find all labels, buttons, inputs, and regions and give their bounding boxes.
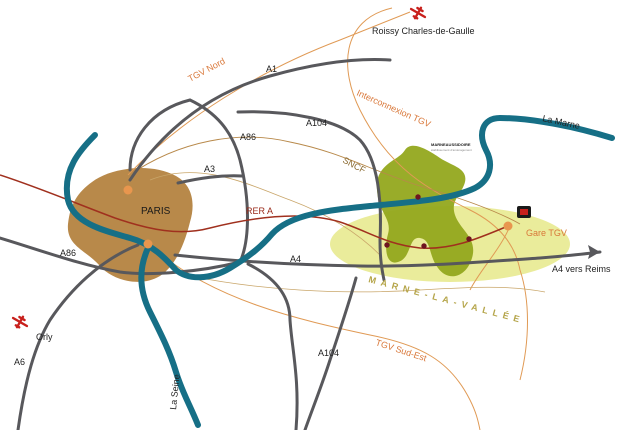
- a104-south: [303, 276, 358, 430]
- a4-arrow-head: [588, 245, 600, 259]
- sncf-line: [127, 136, 521, 225]
- seine-river: [63, 114, 615, 281]
- marne-la-vallee-logo: MARNEAUSSIDOIRE établissement d'aménagem…: [431, 142, 472, 152]
- logo-text: MARNEAUSSIDOIRE: [431, 142, 471, 147]
- marne-river-label: La Marne: [542, 113, 581, 131]
- roissy-airplane-icon: [409, 6, 427, 20]
- roissy-label: Roissy Charles-de-Gaulle: [372, 26, 475, 36]
- a4-label: A4: [290, 254, 301, 264]
- a104-north-label: A104: [306, 118, 327, 128]
- a104-south-label: A104: [318, 348, 339, 358]
- a3-label: A3: [204, 164, 215, 174]
- road-east-link: [246, 262, 299, 430]
- rer-label: RER A: [246, 206, 273, 216]
- sncf-label: SNCF: [341, 155, 368, 176]
- orly-label: Orly: [36, 332, 53, 342]
- rer-station-2: [421, 243, 427, 249]
- seine-river-label: La Seine: [168, 374, 182, 410]
- paris-label: PARIS: [141, 206, 171, 217]
- south-railway: [189, 275, 546, 293]
- logo-subtext: établissement d'aménagement: [431, 148, 472, 152]
- seine-river-south: [138, 245, 201, 428]
- a4-motorway: [173, 250, 602, 268]
- sncf-line-2: [149, 172, 381, 256]
- a104-north: [236, 110, 386, 282]
- tgv-sud-est-line: [149, 244, 481, 430]
- a6-motorway: [16, 243, 140, 430]
- rer-station-1: [384, 242, 390, 248]
- paris-station-north: [123, 185, 133, 195]
- tgv-nord-line: [127, 11, 411, 176]
- a3-motorway: [176, 174, 244, 185]
- gare-tgv-dot: [503, 221, 513, 231]
- tgv-sud-est-label: TGV Sud-Est: [374, 337, 428, 363]
- gare-tgv-label: Gare TGV: [526, 228, 567, 238]
- tgv-nord-label: TGV Nord: [186, 56, 226, 84]
- tgv-connect-line: [469, 225, 511, 291]
- sncf-station: [415, 194, 421, 200]
- a1-label: A1: [266, 64, 277, 74]
- rer-station-3: [466, 236, 472, 242]
- orly-airplane-icon: [11, 315, 29, 329]
- gare-tgv-icon-mark: [520, 209, 528, 215]
- marne-la-vallee-shape: [376, 145, 474, 277]
- a6-label: A6: [14, 357, 25, 367]
- paris-station-south: [143, 239, 153, 249]
- a4-reims-label: A4 vers Reims: [552, 264, 611, 274]
- a1-motorway: [128, 58, 392, 182]
- a86-north-label: A86: [240, 132, 256, 142]
- a86-west-label: A86: [60, 248, 76, 258]
- interconnexion-tgv-line: [347, 7, 528, 381]
